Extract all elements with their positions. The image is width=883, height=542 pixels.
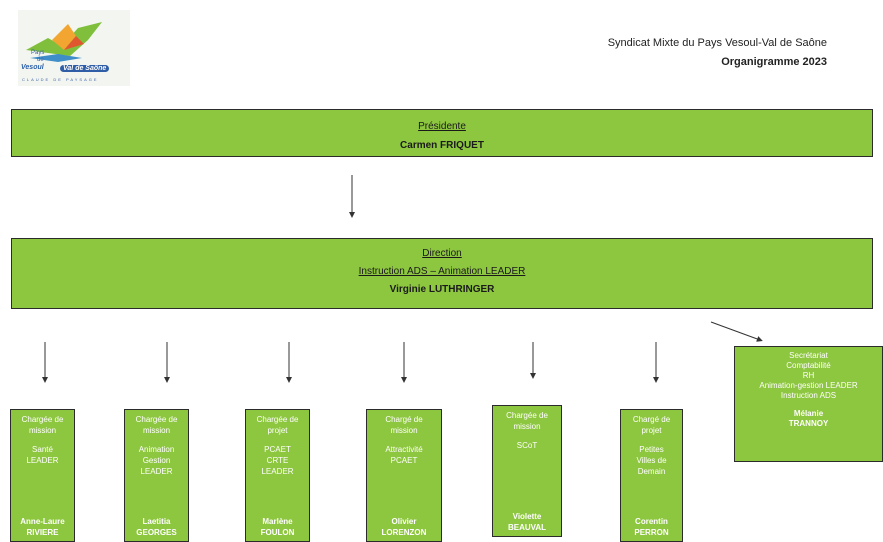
document-title: Organigramme 2023 [721,56,827,68]
president-name: Carmen FRIQUET [400,140,484,151]
president-role: Présidente [418,121,466,132]
logo-text-vesoul: Vesoul [21,64,44,71]
secretariat-line: Instruction ADS [780,391,837,400]
secretariat-line: Secrétariat [789,351,828,360]
logo-tagline: CLAUDE DE PAYSAGE [22,77,99,82]
secretariat-last-name: TRANNOY [788,419,829,428]
secretariat-first-name: Mélanie [793,409,824,418]
direction-box: Direction Instruction ADS – Animation LE… [11,238,873,309]
logo-graphic [18,10,130,86]
logo-text-val-de-saone: Val de Saône [60,65,110,72]
direction-name: Virginie LUTHRINGER [389,284,495,295]
direction-role: Direction [422,248,462,259]
direction-missions: Instruction ADS – Animation LEADER [358,266,526,277]
secretariat-line: RH [802,371,815,380]
secretariat-box: Secrétariat Comptabilité RH Animation-ge… [734,346,883,462]
arrow-to-secretariat [710,321,763,342]
organization-name: Syndicat Mixte du Pays Vesoul-Val de Saô… [607,37,827,49]
staff-topics: SCoT [516,441,538,450]
secretariat-line: Animation-gestion LEADER [759,381,858,390]
president-box: Présidente Carmen FRIQUET [11,109,873,157]
secretariat-line: Comptabilité [786,361,831,370]
